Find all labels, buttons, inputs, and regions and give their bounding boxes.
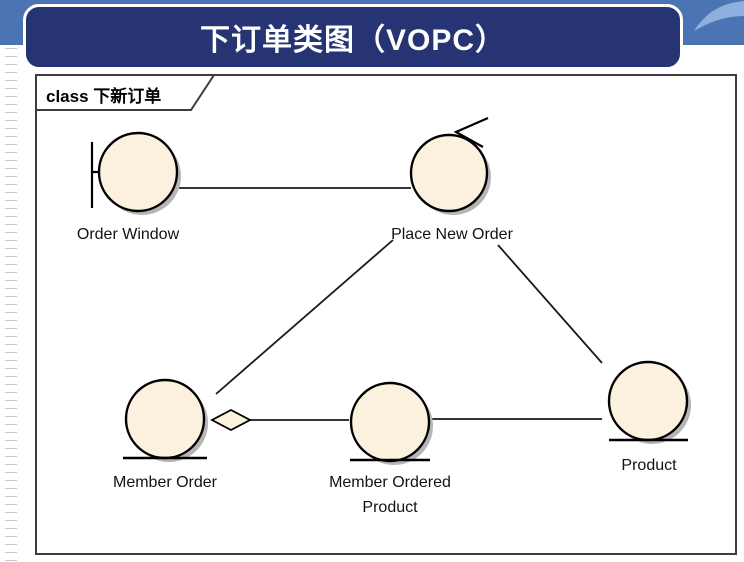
entity-circle — [607, 360, 689, 442]
entity-class-product — [607, 360, 691, 444]
boundary-class-order-window — [90, 131, 181, 215]
control-circle — [409, 133, 489, 213]
aggregation-diamond — [210, 408, 252, 432]
entity-class-member-order — [123, 378, 208, 462]
association-placeneworder-memberorder — [215, 239, 394, 395]
control-arrowhead — [453, 116, 489, 148]
frame-label: class 下新订单 — [46, 87, 162, 106]
control-class-place-new-order — [409, 116, 491, 215]
label-member-ordered-product: Member Ordered Product — [295, 470, 485, 520]
swoosh-decoration — [694, 1, 744, 31]
uml-frame-tab — [35, 74, 216, 111]
label-product: Product — [621, 457, 677, 474]
title-box: 下订单类图（VOPC） — [23, 4, 683, 70]
label-member-order: Member Order — [112, 474, 218, 491]
associations — [179, 187, 603, 421]
entity-class-member-ordered-product — [349, 381, 433, 465]
frame-tab-shape — [35, 74, 216, 111]
entity-circle — [124, 378, 206, 460]
page-title: 下订单类图（VOPC） — [199, 24, 507, 57]
entity-circle — [349, 381, 431, 463]
swoosh-shape — [694, 1, 744, 31]
boundary-circle — [97, 131, 179, 213]
label-order-window: Order Window — [76, 226, 180, 243]
label-line-2: Product — [362, 499, 418, 516]
label-place-new-order: Place New Order — [391, 226, 513, 243]
ruled-lines-decoration — [5, 48, 17, 562]
label-line-1: Member Ordered — [329, 474, 451, 491]
association-placeneworder-product — [497, 244, 603, 364]
